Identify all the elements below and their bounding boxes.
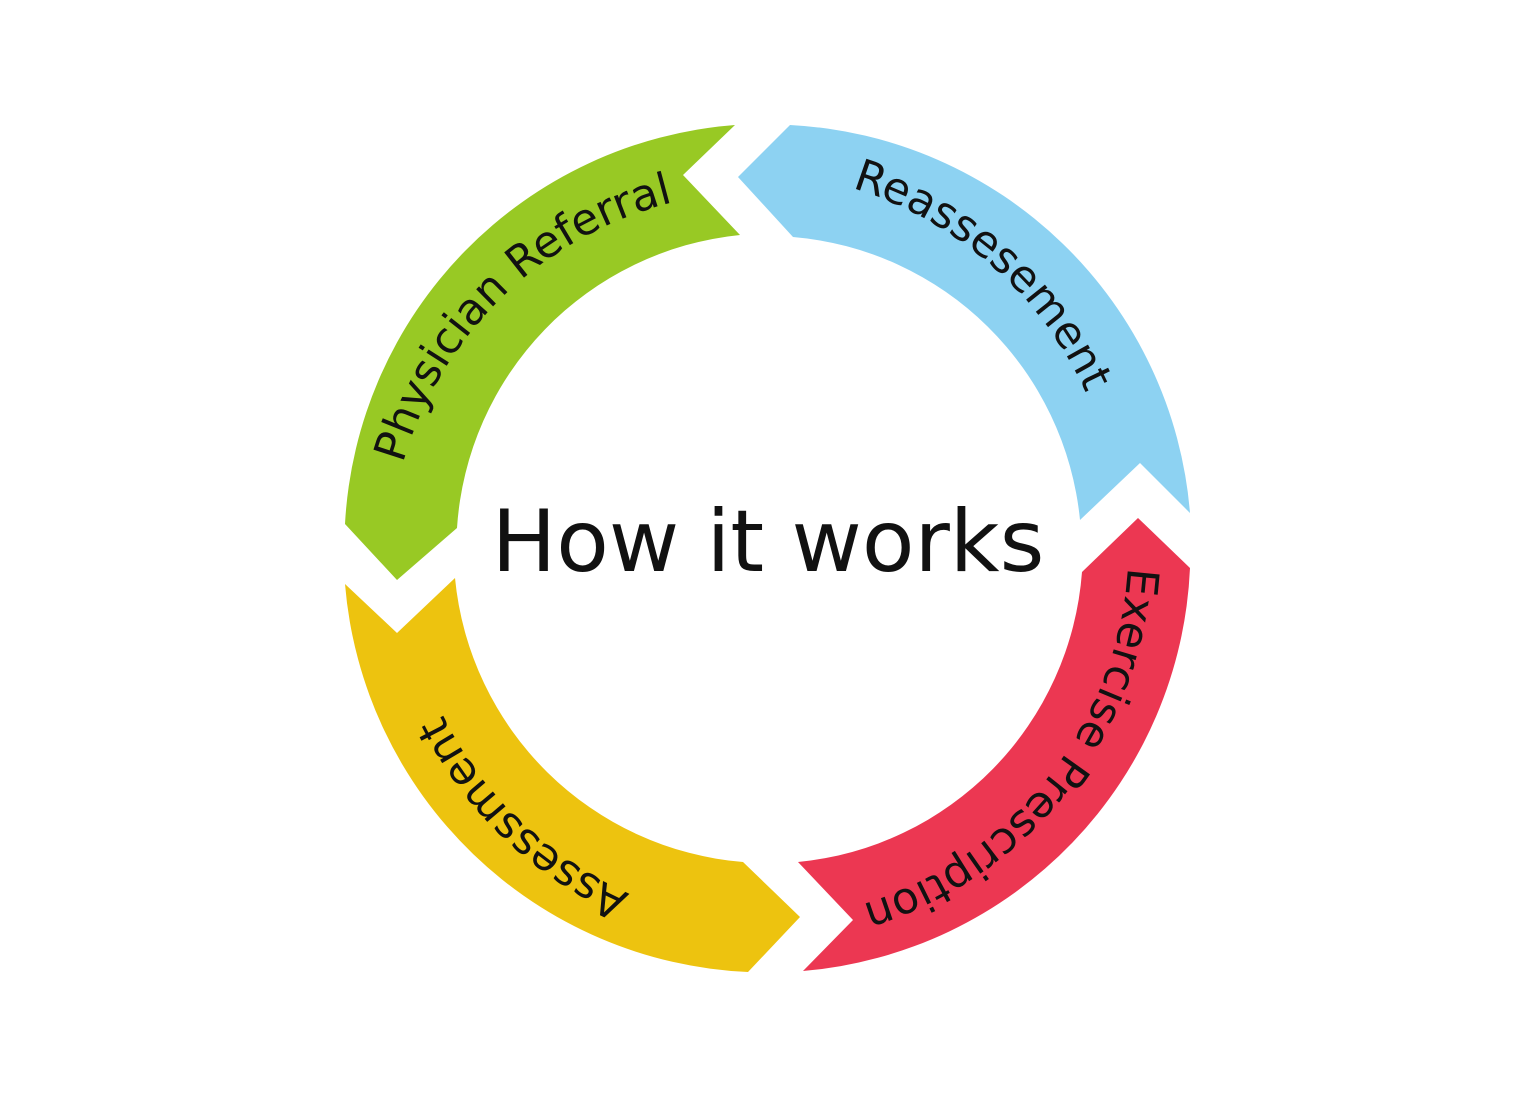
arrow-shape-exercise-prescription [798,518,1190,971]
diagram-title: How it works [491,492,1045,592]
arrow-shape-physician-referral [345,125,740,580]
arrow-shape-assessment [345,578,800,972]
arrow-shape-reassesement [738,125,1190,520]
segment-reassesement: Reassesement [738,125,1190,520]
segment-assessment: Assessment [345,578,800,972]
